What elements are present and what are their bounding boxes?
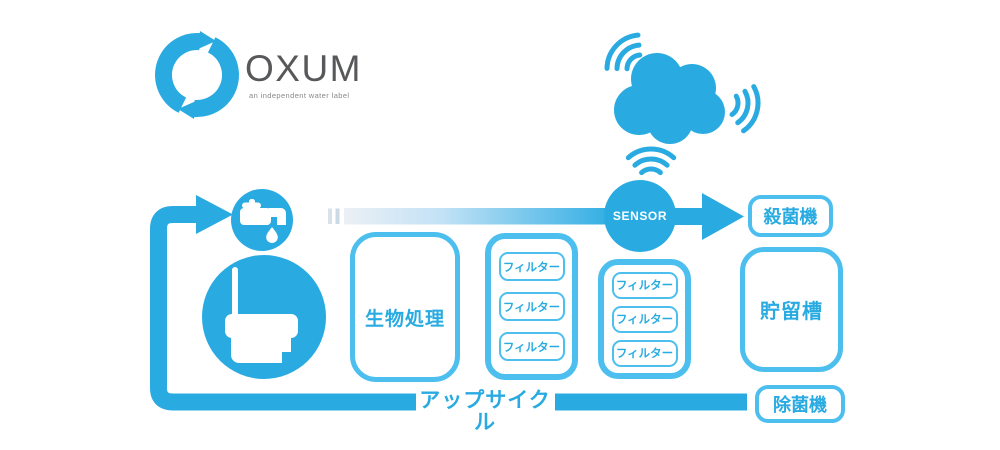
wifi-above-sensor-icon — [625, 146, 677, 176]
filter-chip: フィルター — [498, 332, 565, 361]
storage-tank-box: 貯留槽 — [740, 247, 843, 372]
sensor-circle — [604, 180, 676, 252]
filter-chip-label: フィルター — [615, 348, 674, 360]
upcycle-label: アップサイクル — [419, 389, 551, 434]
disinfector-label: 除菌機 — [773, 395, 827, 415]
recycle-ring-icon — [155, 31, 239, 119]
gradient-flow-bar — [344, 208, 620, 225]
logo-tagline: an independent water label — [249, 91, 350, 100]
filter-group-1: フィルター フィルター フィルター — [485, 233, 578, 380]
filter-chip-label: フィルター — [502, 341, 561, 354]
filter-chip: フィルター — [498, 252, 565, 281]
wifi-right-icon — [729, 84, 761, 134]
filter-chip: フィルター — [611, 271, 678, 299]
toilet-icon — [225, 267, 298, 363]
filter-chip-label: フィルター — [502, 261, 561, 274]
logo-wordmark: OXUM — [245, 48, 362, 89]
filter-chip-label: フィルター — [615, 280, 674, 292]
loop-arrowhead-icon — [196, 195, 233, 234]
filter-chip-label: フィルター — [615, 314, 674, 326]
filter-group-2: フィルター フィルター フィルター — [598, 259, 691, 379]
sensor-label: SENSOR — [612, 209, 668, 223]
cloud-icon — [614, 53, 725, 144]
disinfector-box: 除菌機 — [755, 385, 845, 423]
storage-tank-label: 貯留槽 — [760, 301, 823, 323]
filter-chip: フィルター — [611, 305, 678, 333]
bio-treatment-label: 生物処理 — [364, 308, 445, 330]
faucet-icon — [240, 199, 286, 243]
sterilizer-box: 殺菌機 — [748, 195, 833, 237]
sensor-arrow-icon — [668, 193, 744, 240]
sterilizer-label: 殺菌機 — [763, 207, 818, 227]
loop-pipe — [150, 206, 416, 411]
wifi-upper-left-icon — [604, 32, 643, 72]
flow-start-tick — [328, 208, 332, 224]
bio-treatment-box: 生物処理 — [350, 232, 460, 382]
flow-start-tick — [335, 208, 340, 224]
filter-chip: フィルター — [498, 292, 565, 321]
filter-chip-label: フィルター — [502, 301, 561, 314]
filter-chip: フィルター — [611, 339, 678, 367]
